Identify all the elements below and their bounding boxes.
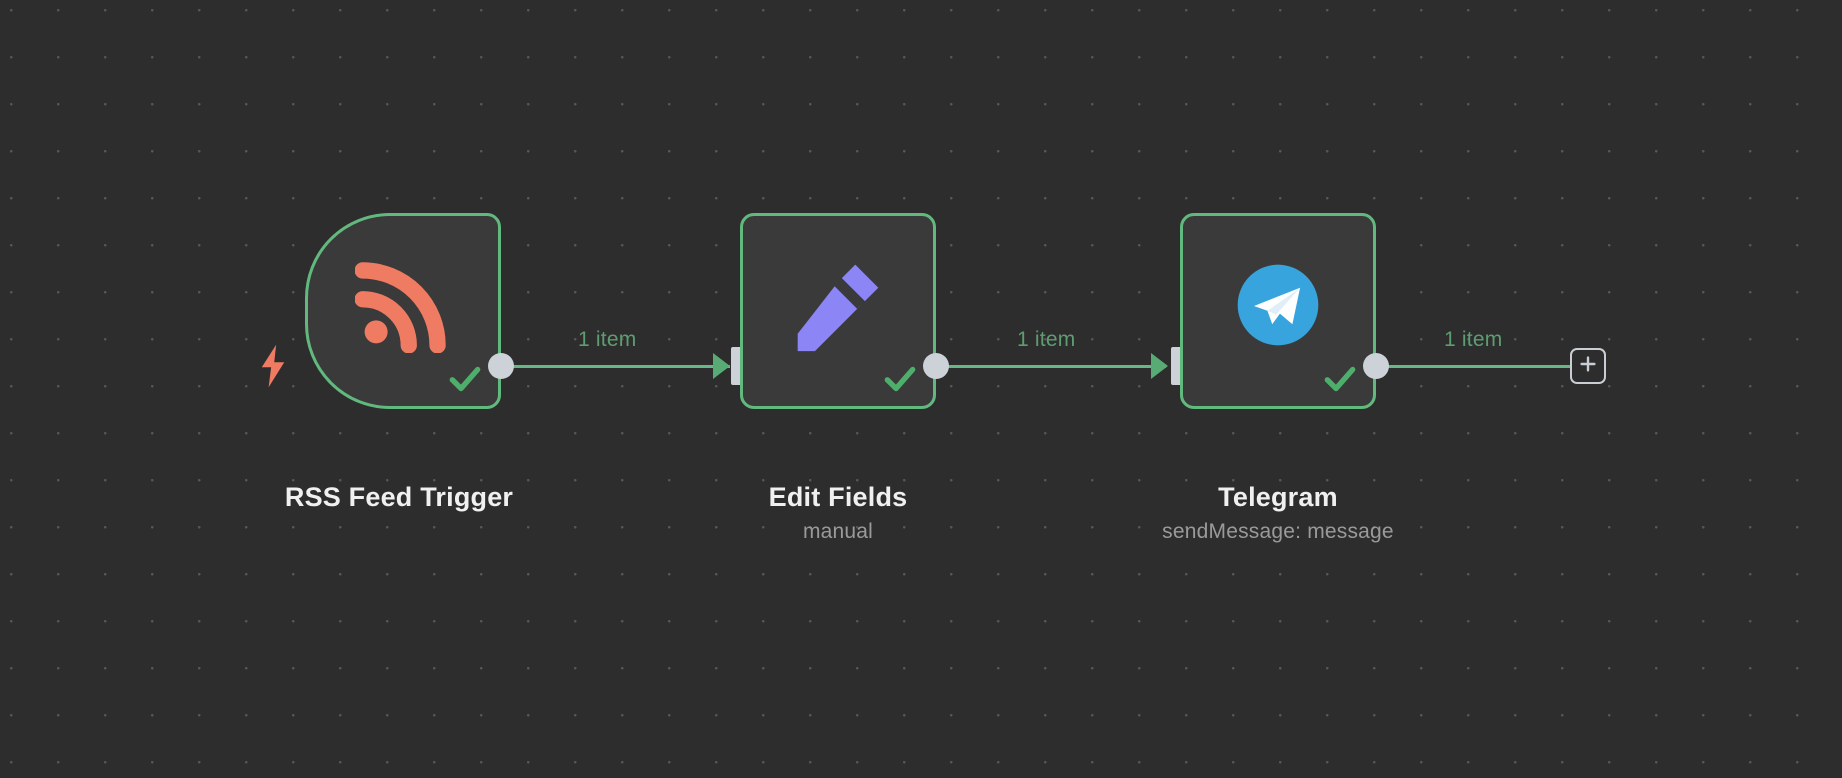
- node-rss-feed-trigger[interactable]: [305, 213, 501, 409]
- node-edit-fields[interactable]: [740, 213, 936, 409]
- node-telegram[interactable]: [1180, 213, 1376, 409]
- node-caption-edit-fields: Edit Fields manual: [769, 482, 908, 544]
- node-subtitle-edit-fields: manual: [802, 520, 874, 543]
- connection-label-edit-to-telegram: 1 item: [1017, 328, 1076, 351]
- output-port-telegram[interactable]: [1363, 353, 1389, 379]
- connection-line-edit-to-telegram[interactable]: [948, 365, 1166, 368]
- status-badge-success-telegram: [1321, 360, 1359, 398]
- node-caption-telegram: Telegram sendMessage: message: [1162, 482, 1394, 544]
- status-badge-success-edit-fields: [881, 360, 919, 398]
- node-subtitle-telegram: sendMessage: message: [1162, 520, 1394, 543]
- lightning-bolt-icon: [258, 343, 288, 389]
- node-title-edit-fields: Edit Fields: [768, 482, 908, 512]
- connection-label-telegram-to-add: 1 item: [1444, 328, 1503, 351]
- connection-line-rss-to-edit[interactable]: [513, 365, 730, 368]
- connection-line-telegram-to-add[interactable]: [1388, 365, 1572, 368]
- connection-label-rss-to-edit: 1 item: [578, 328, 637, 351]
- rss-icon: [354, 257, 451, 354]
- connection-arrow-rss-to-edit: [713, 353, 730, 379]
- node-title-telegram: Telegram: [1218, 482, 1338, 512]
- status-badge-success-rss: [446, 360, 484, 398]
- telegram-icon: [1230, 257, 1326, 353]
- pencil-icon: [790, 257, 886, 353]
- plus-icon: [1577, 353, 1599, 380]
- node-caption-rss-feed-trigger: RSS Feed Trigger: [285, 482, 513, 513]
- add-node-button[interactable]: [1570, 348, 1606, 384]
- output-port-rss-feed-trigger[interactable]: [488, 353, 514, 379]
- connection-arrow-edit-to-telegram: [1151, 353, 1168, 379]
- output-port-edit-fields[interactable]: [923, 353, 949, 379]
- node-title-rss-feed-trigger: RSS Feed Trigger: [284, 482, 514, 512]
